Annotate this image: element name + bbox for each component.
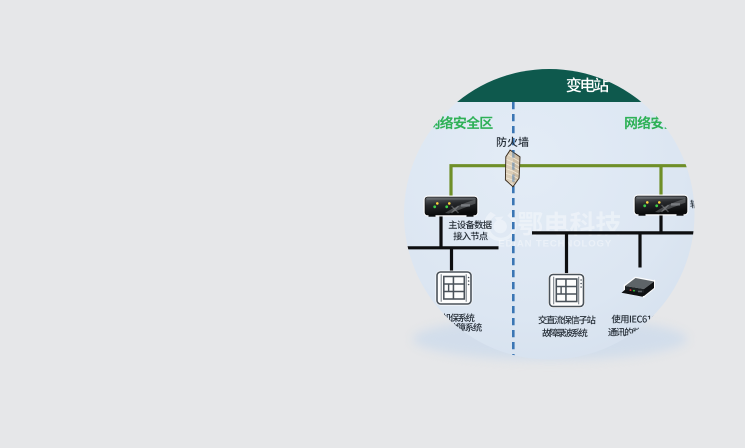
svg-text:EDIAN TECHNOLOGY: EDIAN TECHNOLOGY — [498, 239, 612, 250]
